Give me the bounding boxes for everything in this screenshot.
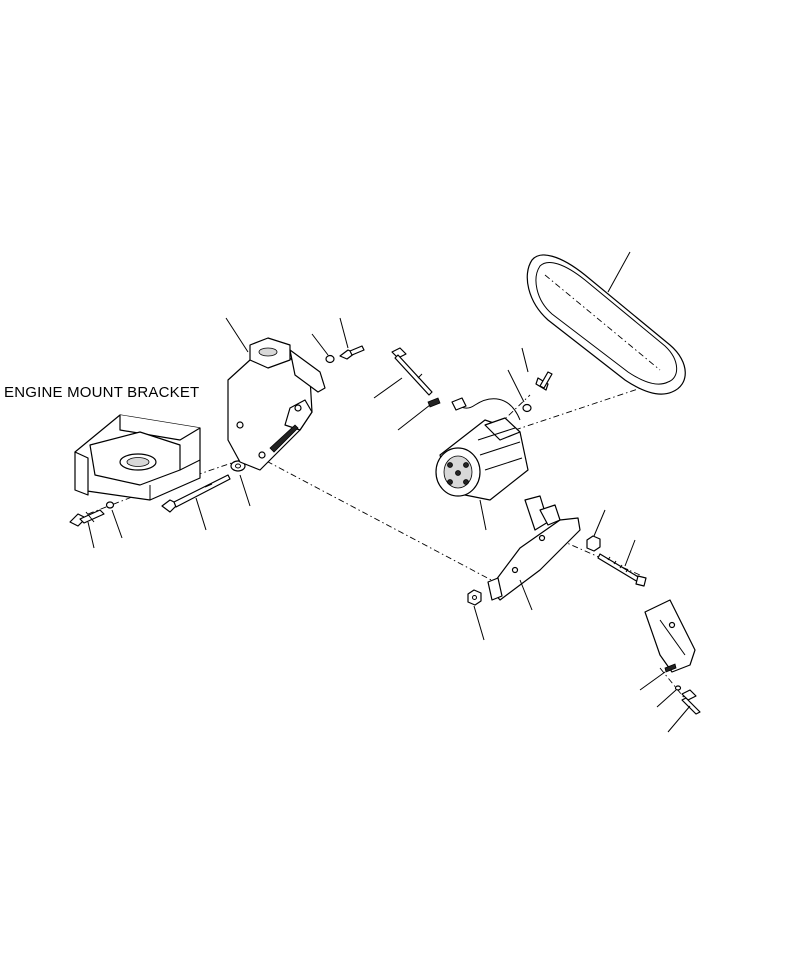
compressor-pivot-bolt <box>391 347 441 408</box>
long-bolt <box>161 474 231 513</box>
adjuster-nut <box>467 589 482 606</box>
engine-mount-bracket-label: ENGINE MOUNT BRACKET <box>4 384 200 401</box>
flat-washer <box>230 460 246 472</box>
adjuster-bolt <box>586 535 647 587</box>
compressor-mount-bracket <box>227 337 326 471</box>
belt-guard <box>644 599 696 673</box>
compressor-bolt-right <box>522 371 553 413</box>
adjuster-plate <box>487 495 581 601</box>
bracket-bolt-left <box>69 501 115 527</box>
guard-fasteners <box>674 685 701 715</box>
bracket-top-fasteners <box>325 345 365 364</box>
ac-compressor <box>435 397 529 501</box>
engine-mount-bracket-part <box>74 414 201 501</box>
leader-lines <box>87 251 691 733</box>
drive-belt <box>526 254 686 395</box>
